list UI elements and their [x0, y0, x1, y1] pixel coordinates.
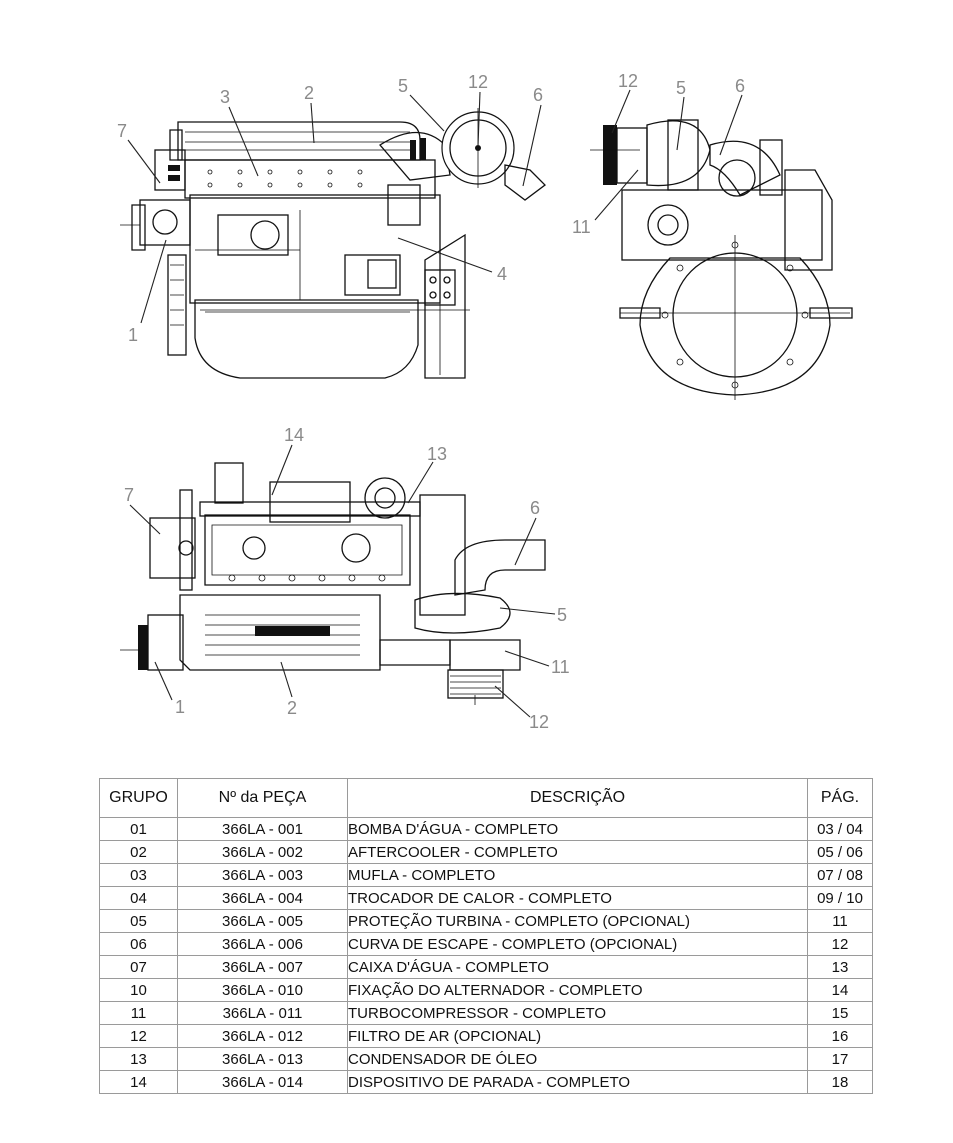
table-row: 01 366LA - 001 BOMBA D'ÁGUA - COMPLETO 0… — [99, 817, 873, 841]
cell-group: 12 — [99, 1024, 178, 1048]
table-row: 04 366LA - 004 TROCADOR DE CALOR - COMPL… — [99, 886, 873, 910]
table-row: 14 366LA - 014 DISPOSITIVO DE PARADA - C… — [99, 1070, 873, 1094]
cell-page: 14 — [807, 978, 873, 1002]
side-view-callouts: 7 3 2 5 12 6 4 1 — [117, 72, 543, 345]
cell-part: 366LA - 003 — [177, 863, 348, 887]
table-row: 10 366LA - 010 FIXAÇÃO DO ALTERNADOR - C… — [99, 978, 873, 1002]
table-row: 07 366LA - 007 CAIXA D'ÁGUA - COMPLETO 1… — [99, 955, 873, 979]
callout-12: 12 — [468, 72, 488, 92]
cell-page: 11 — [807, 909, 873, 933]
cell-part: 366LA - 001 — [177, 817, 348, 841]
cell-page: 07 / 08 — [807, 863, 873, 887]
table-row: 12 366LA - 012 FILTRO DE AR (OPCIONAL) 1… — [99, 1024, 873, 1048]
cell-description: FILTRO DE AR (OPCIONAL) — [347, 1024, 808, 1048]
engine-drawings: 7 3 2 5 12 6 4 1 — [117, 71, 853, 732]
callout-6: 6 — [533, 85, 543, 105]
cell-group: 02 — [99, 840, 178, 864]
cell-part: 366LA - 010 — [177, 978, 348, 1002]
table-row: 02 366LA - 002 AFTERCOOLER - COMPLETO 05… — [99, 840, 873, 864]
callout-6-top: 6 — [530, 498, 540, 518]
parts-table: GRUPO Nº da PEÇA DESCRIÇÃO PÁG. 01 366LA… — [99, 778, 873, 1094]
cell-description: CAIXA D'ÁGUA - COMPLETO — [347, 955, 808, 979]
table-row: 03 366LA - 003 MUFLA - COMPLETO 07 / 08 — [99, 863, 873, 887]
cell-description: BOMBA D'ÁGUA - COMPLETO — [347, 817, 808, 841]
cell-group: 06 — [99, 932, 178, 956]
cell-group: 04 — [99, 886, 178, 910]
callout-12-top: 12 — [529, 712, 549, 732]
cell-part: 366LA - 012 — [177, 1024, 348, 1048]
callout-1-top: 1 — [175, 697, 185, 717]
callout-4: 4 — [497, 264, 507, 284]
callout-7: 7 — [117, 121, 127, 141]
cell-page: 05 / 06 — [807, 840, 873, 864]
cell-page: 09 / 10 — [807, 886, 873, 910]
table-row: 05 366LA - 005 PROTEÇÃO TURBINA - COMPLE… — [99, 909, 873, 933]
callout-11-front: 11 — [572, 217, 591, 237]
cell-part: 366LA - 006 — [177, 932, 348, 956]
cell-description: DISPOSITIVO DE PARADA - COMPLETO — [347, 1070, 808, 1094]
top-view-drawing — [120, 462, 546, 705]
cell-group: 11 — [99, 1001, 178, 1025]
cell-description: TURBOCOMPRESSOR - COMPLETO — [347, 1001, 808, 1025]
cell-page: 15 — [807, 1001, 873, 1025]
cell-page: 12 — [807, 932, 873, 956]
header-part-number: Nº da PEÇA — [177, 778, 348, 818]
cell-page: 17 — [807, 1047, 873, 1071]
callout-7-top: 7 — [124, 485, 134, 505]
callout-6-front: 6 — [735, 76, 745, 96]
cell-part: 366LA - 007 — [177, 955, 348, 979]
cell-page: 18 — [807, 1070, 873, 1094]
callout-12-front: 12 — [618, 71, 638, 91]
table-header-row: GRUPO Nº da PEÇA DESCRIÇÃO PÁG. — [99, 778, 873, 818]
cell-page: 16 — [807, 1024, 873, 1048]
cell-part: 366LA - 005 — [177, 909, 348, 933]
cell-description: CURVA DE ESCAPE - COMPLETO (OPCIONAL) — [347, 932, 808, 956]
table-row: 13 366LA - 013 CONDENSADOR DE ÓLEO 17 — [99, 1047, 873, 1071]
callout-5-front: 5 — [676, 78, 686, 98]
cell-description: TROCADOR DE CALOR - COMPLETO — [347, 886, 808, 910]
header-description: DESCRIÇÃO — [347, 778, 808, 818]
header-page: PÁG. — [807, 778, 873, 818]
cell-description: CONDENSADOR DE ÓLEO — [347, 1047, 808, 1071]
side-view-drawing — [120, 108, 546, 379]
cell-part: 366LA - 004 — [177, 886, 348, 910]
cell-description: FIXAÇÃO DO ALTERNADOR - COMPLETO — [347, 978, 808, 1002]
cell-group: 10 — [99, 978, 178, 1002]
cell-page: 03 / 04 — [807, 817, 873, 841]
callout-2-top: 2 — [287, 698, 297, 718]
callout-2: 2 — [304, 83, 314, 103]
callout-11-top: 11 — [551, 657, 570, 677]
cell-group: 14 — [99, 1070, 178, 1094]
cell-part: 366LA - 013 — [177, 1047, 348, 1071]
cell-part: 366LA - 002 — [177, 840, 348, 864]
cell-description: AFTERCOOLER - COMPLETO — [347, 840, 808, 864]
table-row: 06 366LA - 006 CURVA DE ESCAPE - COMPLET… — [99, 932, 873, 956]
callout-5-top: 5 — [557, 605, 567, 625]
cell-part: 366LA - 011 — [177, 1001, 348, 1025]
front-view-drawing — [590, 119, 853, 400]
callout-1: 1 — [128, 325, 138, 345]
top-view-callouts: 14 13 7 6 5 11 12 1 2 — [124, 425, 570, 732]
callout-13: 13 — [427, 444, 447, 464]
cell-group: 13 — [99, 1047, 178, 1071]
cell-group: 07 — [99, 955, 178, 979]
callout-3: 3 — [220, 87, 230, 107]
cell-group: 03 — [99, 863, 178, 887]
callout-5: 5 — [398, 76, 408, 96]
cell-description: MUFLA - COMPLETO — [347, 863, 808, 887]
header-group: GRUPO — [99, 778, 178, 818]
front-view-callouts: 12 5 6 11 — [572, 71, 745, 237]
table-row: 11 366LA - 011 TURBOCOMPRESSOR - COMPLET… — [99, 1001, 873, 1025]
cell-group: 01 — [99, 817, 178, 841]
cell-part: 366LA - 014 — [177, 1070, 348, 1094]
cell-description: PROTEÇÃO TURBINA - COMPLETO (OPCIONAL) — [347, 909, 808, 933]
cell-group: 05 — [99, 909, 178, 933]
cell-page: 13 — [807, 955, 873, 979]
callout-14: 14 — [284, 425, 304, 445]
